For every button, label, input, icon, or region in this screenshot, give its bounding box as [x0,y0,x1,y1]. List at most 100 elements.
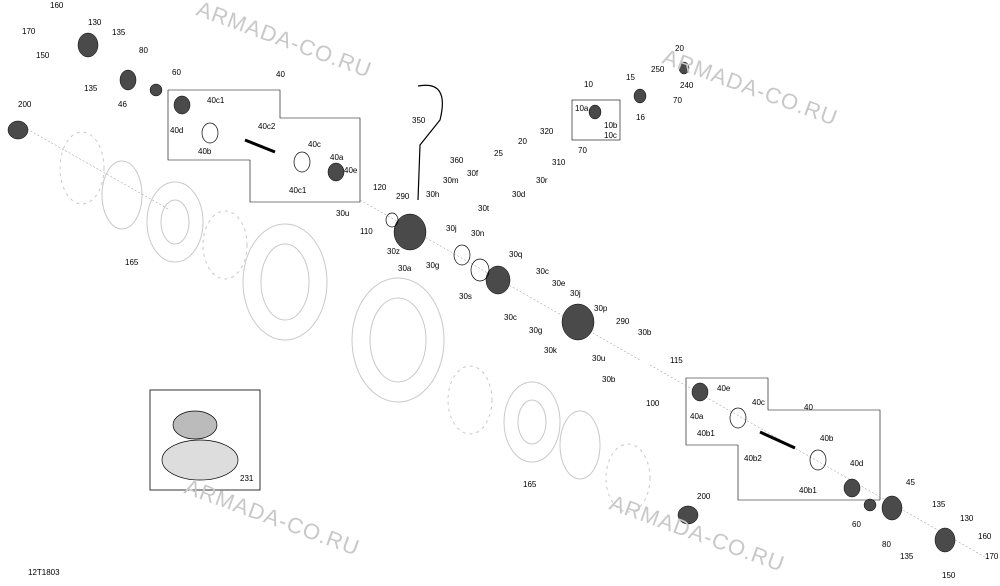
callout-30z: 30z [387,247,400,256]
callout-60: 60 [172,68,181,77]
callout-40a: 40a [690,412,704,421]
boot-40c-right [729,407,747,429]
callout-150: 150 [36,51,50,60]
callout-320: 320 [540,127,554,136]
cv-joint-40a-right [691,382,709,402]
inset-tire-231 [161,439,239,481]
callout-150: 150 [942,571,956,580]
callout-10a: 10a [575,104,589,113]
diff-housing-30k [561,303,595,341]
callout-30m: 30m [443,176,459,185]
callout-170: 170 [22,27,36,36]
callout-40c1: 40c1 [207,96,225,105]
callout-30d: 30d [512,190,526,199]
callout-80: 80 [139,46,148,55]
callout-135: 135 [932,500,946,509]
callout-40b1: 40b1 [697,429,715,438]
boot-40b [201,122,219,144]
callout-30c: 30c [504,313,517,322]
shaft-40c2 [244,138,276,154]
callout-15: 15 [626,73,635,82]
callout-130: 130 [88,18,102,27]
callout-240: 240 [680,81,694,90]
callout-160: 160 [978,532,992,541]
group-outline-front-left-shaft [167,89,361,203]
boot-40b-right [809,449,827,471]
group-outline-front-right-shaft [685,377,881,501]
part-15 [633,88,647,104]
knuckle-130-right [934,527,956,553]
callout-40c1: 40c1 [289,186,307,195]
callout-30s: 30s [459,292,472,301]
callout-290: 290 [616,317,630,326]
callout-30t: 30t [478,204,490,213]
callout-165: 165 [523,480,537,489]
callout-40: 40 [804,403,813,412]
callout-40a: 40a [330,153,344,162]
callout-310: 310 [552,158,566,167]
callout-200: 200 [697,492,711,501]
callout-40d: 40d [170,126,184,135]
callout-30h: 30h [426,190,440,199]
callout-40b2: 40b2 [744,454,762,463]
hub-200-left [7,120,29,140]
gear-10 [588,104,602,120]
callout-120: 120 [373,183,387,192]
boot-40c [293,151,311,173]
callout-350: 350 [412,116,426,125]
knuckle-46 [119,69,137,91]
callout-10b: 10b [604,121,618,130]
rim-ring-left [101,160,143,230]
callout-30u: 30u [336,209,350,218]
callout-40e: 40e [717,384,731,393]
callout-30p: 30p [594,304,608,313]
callout-30g: 30g [426,261,440,270]
callout-250: 250 [651,65,665,74]
callout-170: 170 [985,552,999,561]
callout-40c2: 40c2 [258,122,276,131]
callout-30j: 30j [446,224,457,233]
part-20-top [678,61,690,75]
callout-30b: 30b [602,375,616,384]
callout-40b1: 40b1 [799,486,817,495]
bearing-60-right [863,498,877,512]
callout-135: 135 [900,552,914,561]
group-outline-10 [571,99,621,141]
callout-70: 70 [578,146,587,155]
callout-110: 110 [360,227,373,236]
diagram-code: 12T1803 [28,568,60,577]
diff-housing-30z [393,213,427,251]
callout-165: 165 [125,258,139,267]
callout-200: 200 [18,100,32,109]
callout-40b: 40b [820,434,834,443]
tire-left-outer [242,223,328,341]
callout-40e: 40e [344,166,358,175]
ring-290 [385,212,399,228]
callout-45: 45 [906,478,915,487]
callout-130: 130 [960,514,974,523]
callout-30g: 30g [529,326,543,335]
callout-30n: 30n [471,229,485,238]
callout-115: 115 [670,356,683,365]
callout-30j: 30j [570,289,581,298]
cv-joint-40d-right [843,478,861,498]
callout-30u: 30u [592,354,606,363]
callout-30c: 30c [536,267,549,276]
callout-160: 160 [50,1,64,10]
callout-80: 80 [882,540,891,549]
vent-tube-350 [417,84,443,201]
bearing-60-left [149,83,163,97]
rim-ring-right [559,410,601,480]
callout-360: 360 [450,156,464,165]
callout-40d: 40d [850,459,864,468]
callout-25: 25 [494,149,503,158]
callout-70: 70 [673,96,682,105]
callout-30b: 30b [638,328,652,337]
bead-lock-left [59,131,105,205]
inset-box-231 [149,389,261,491]
callout-10c: 10c [604,131,617,140]
callout-30r: 30r [536,176,548,185]
callout-40c: 40c [308,140,321,149]
